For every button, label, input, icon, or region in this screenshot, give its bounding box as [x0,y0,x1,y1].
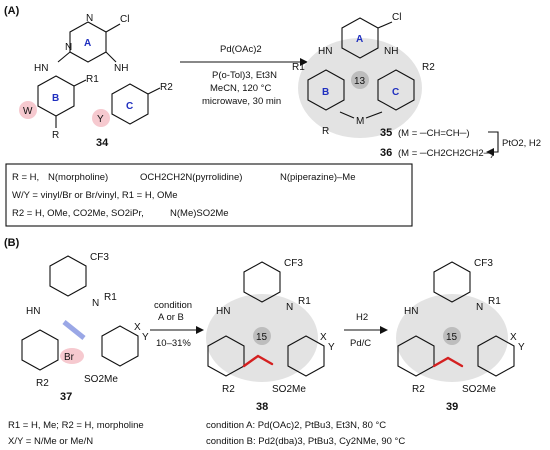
box-line-wy: W/Y = vinyl/Br or Br/vinyl, R1 = H, OMe [12,190,178,201]
box-group-1: N(morpholine) [48,172,108,183]
amine-nh-35: NH [384,46,398,57]
compound-37: CF3 HN N R1 R2 Br X Y SO2Me 37 [21,252,149,403]
compound-36-desc: (M = ─CH2CH2CH2─) [398,148,494,159]
footnote-xy: X/Y = N/Me or Me/N [8,436,93,447]
compound-37-number: 37 [60,391,72,403]
compound-38-number: 38 [256,401,268,413]
box-group-3: N(piperazine)–Me [280,172,356,183]
br-37: Br [64,352,75,363]
ring-size-13: 13 [354,76,366,87]
compound-34: N N A Cl HN NH B R1 R W C R2 Y 34 [19,13,173,149]
so2me-37: SO2Me [84,374,118,385]
compound-35-desc: (M = ─CH=CH─) [398,128,470,139]
footnote-cond-a: condition A: Pd(OAc)2, PtBu3, Et3N, 80 °… [206,420,386,431]
amine-hn-35: HN [318,46,332,57]
cf3-39: CF3 [474,258,493,269]
box-line-r: R = H, [12,172,39,183]
chloro-atom-35: Cl [392,12,401,23]
compound-39: CF3 HN N R1 15 R2 X Y SO2Me 39 [396,258,525,413]
ring-size-15-38: 15 [256,332,268,343]
hydrogenation-reagents: PtO2, H2 [502,138,541,149]
reagent-a-2: P(o-Tol)3, Et3N [212,70,277,81]
so2me-38: SO2Me [272,384,306,395]
ring-c-label: C [126,101,133,112]
compound-38: CF3 HN N R1 15 R2 X Y SO2Me 38 [206,258,335,413]
n-39: N [476,302,483,313]
r-substituent: R [52,130,59,141]
step1-reagent-1: condition [154,300,192,311]
compound-34-number: 34 [96,137,109,149]
amine-nh-right: NH [114,63,128,74]
so2me-39: SO2Me [462,384,496,395]
w-substituent: W [23,106,33,117]
ring-b-label-35: B [322,87,329,98]
footnote-cond-b: condition B: Pd2(dba)3, PtBu3, Cy2NMe, 9… [206,436,405,447]
reagent-a-1: Pd(OAc)2 [220,44,262,55]
cf3-37: CF3 [90,252,109,263]
y-38: Y [328,342,335,353]
chloro-atom: Cl [120,14,129,25]
hydrogenation-arrow [488,131,499,153]
r2-37: R2 [36,378,49,389]
r2-substituent-35: R2 [422,62,435,73]
r1-38: R1 [298,296,311,307]
ring-a-label-35: A [356,34,363,45]
compound-39-number: 39 [446,401,458,413]
ring-b-label: B [52,93,59,104]
panel-b-label: (B) [4,237,20,249]
pyrimidine-n-top: N [86,13,93,24]
n-38: N [286,302,293,313]
box-group-4: N(Me)SO2Me [170,208,229,219]
y-substituent: Y [97,114,104,125]
x-37: X [134,322,141,333]
hn-39: HN [404,306,418,317]
step2-reagent-1: H2 [356,312,368,323]
y-39: Y [518,342,525,353]
footnote-r: R1 = H, Me; R2 = H, morpholine [8,420,144,431]
x-38: X [320,332,327,343]
compound-36-number: 36 [380,147,392,159]
ring-a-label: A [84,38,91,49]
r2-39: R2 [412,384,425,395]
pyrimidine-n-left: N [65,42,72,53]
amine-nh-left: HN [34,63,48,74]
y-37: Y [142,332,149,343]
reagent-a-4: microwave, 30 min [202,96,281,107]
r-substituent-35: R [322,126,329,137]
panel-a-label: (A) [4,5,20,17]
linker-m: M [356,116,364,127]
ring-c-label-35: C [392,87,399,98]
hn-38: HN [216,306,230,317]
r2-38: R2 [222,384,235,395]
compound-35: A Cl HN NH 13 B R1 R C R2 M [292,12,435,138]
r1-substituent-35: R1 [292,62,305,73]
box-line-r2: R2 = H, OMe, CO2Me, SO2iPr, [12,208,144,219]
r1-substituent: R1 [86,74,99,85]
step1-reagent-2: A or B [158,312,184,323]
r1-37: R1 [104,292,117,303]
ring-size-15-39: 15 [446,332,458,343]
reagent-a-3: MeCN, 120 °C [210,83,271,94]
r2-substituent: R2 [160,82,173,93]
n-37: N [92,298,99,309]
step2-reagent-2: Pd/C [350,338,371,349]
cf3-38: CF3 [284,258,303,269]
hn-37: HN [26,306,40,317]
compound-35-number: 35 [380,127,392,139]
r1-39: R1 [488,296,501,307]
step1-yield: 10–31% [156,338,191,349]
x-39: X [510,332,517,343]
box-group-2: OCH2CH2N(pyrrolidine) [140,172,242,183]
substituent-box [5,163,413,227]
